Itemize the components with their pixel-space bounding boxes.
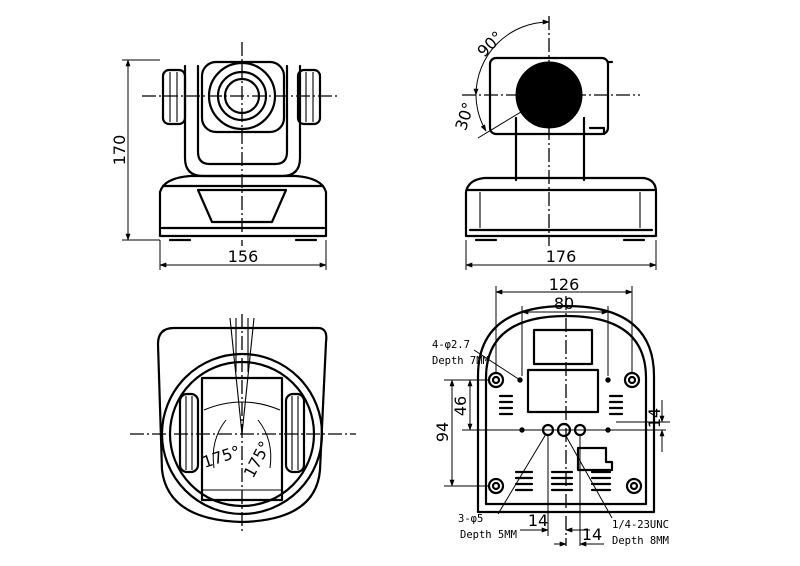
bottom-width-inner-label: 80 xyxy=(554,294,574,313)
bottom-width-outer-label: 126 xyxy=(549,275,580,294)
bottom-offset-left-label: 14 xyxy=(528,511,548,530)
front-view: 170 156 xyxy=(110,42,338,270)
hole-spec-bottom: 3-φ5 xyxy=(458,513,483,525)
bottom-offset-right-label: 14 xyxy=(645,408,664,428)
bottom-view: 126 80 94 46 14 14 14 4-φ2.7 Depth 7MM xyxy=(432,275,670,547)
vent-left xyxy=(498,394,514,416)
pan-right-label: 175° xyxy=(240,438,275,481)
tilt-down-label: 30° xyxy=(451,100,478,133)
bottom-height-holes-label: 46 xyxy=(451,396,470,416)
pan-left-label: 175° xyxy=(200,442,243,472)
hole-spec-top: 4-φ2.7 xyxy=(432,339,470,351)
bottom-height-total-label: 94 xyxy=(433,422,452,442)
hole-spec-top-depth: Depth 7MM xyxy=(432,355,489,367)
side-view: 90° 30° 176 xyxy=(451,16,658,270)
thread-spec: 1/4-23UNC xyxy=(612,519,669,531)
vent-bottom xyxy=(514,470,612,492)
front-width-label: 156 xyxy=(228,247,259,266)
bottom-offset-right-bottom-label: 14 xyxy=(582,525,602,544)
front-height-label: 170 xyxy=(110,135,129,166)
top-view: 175° 175° xyxy=(130,314,356,532)
tilt-up-label: 90° xyxy=(473,27,506,60)
thread-depth: Depth 8MM xyxy=(612,535,669,547)
side-width-label: 176 xyxy=(546,247,577,266)
hole-spec-bottom-depth: Depth 5MM xyxy=(460,529,517,541)
vent-right xyxy=(608,394,624,416)
